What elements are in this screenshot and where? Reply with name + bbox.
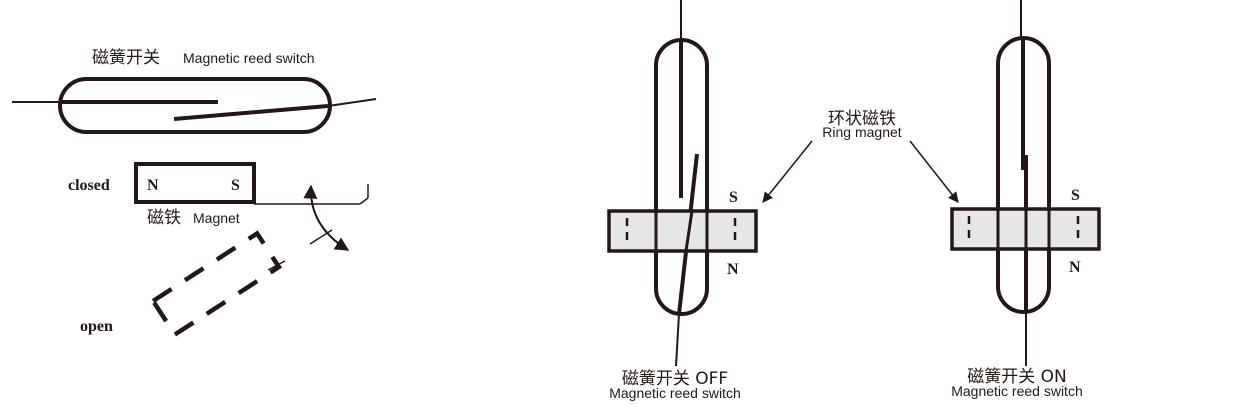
horizontal-reed-switch bbox=[12, 77, 377, 134]
left-panel: 磁簧开关 Magnetic reed switch closed N S 磁铁 … bbox=[12, 48, 377, 338]
bar-magnet-pole-n: N bbox=[147, 177, 159, 194]
off-panel: S N 磁簧开关 OFF Magnetic reed switch bbox=[607, 0, 758, 401]
bar-magnet-closed: N S bbox=[134, 162, 256, 204]
on-pole-s: S bbox=[1071, 187, 1080, 204]
off-pole-s: S bbox=[729, 189, 738, 206]
magnet-label-en: Magnet bbox=[193, 210, 240, 226]
closed-label: closed bbox=[68, 177, 110, 194]
reed-glass-capsule bbox=[58, 77, 332, 134]
on-pole-n: N bbox=[1069, 259, 1081, 276]
reed-contact-lower bbox=[173, 104, 329, 121]
bar-magnet-body bbox=[134, 162, 256, 204]
pivot-corner bbox=[359, 197, 369, 205]
bar-magnet-open bbox=[149, 230, 283, 338]
left-title-cn: 磁簧开关 bbox=[92, 48, 160, 68]
ring-magnet-en: Ring magnet bbox=[822, 124, 901, 140]
off-caption-cn: 磁簧开关 OFF bbox=[622, 369, 728, 389]
off-pole-n: N bbox=[727, 261, 739, 278]
bar-magnet-open-outline bbox=[149, 230, 283, 338]
ring-arrow-left bbox=[762, 140, 813, 203]
ring-magnet-label: 环状磁铁 Ring magnet bbox=[762, 109, 959, 203]
off-reed-capsule bbox=[654, 38, 709, 316]
off-ring-magnet bbox=[607, 209, 758, 253]
on-caption-en: Magnetic reed switch bbox=[951, 383, 1083, 399]
rotation-arrow bbox=[303, 184, 350, 251]
bar-magnet-pole-s: S bbox=[231, 177, 240, 194]
open-label: open bbox=[80, 318, 113, 335]
reed-lead-right bbox=[327, 98, 377, 107]
magnet-label-cn: 磁铁 bbox=[147, 208, 181, 228]
on-panel: S N 磁簧开关 ON Magnetic reed switch bbox=[950, 0, 1101, 399]
off-bottom-lead bbox=[675, 313, 680, 367]
ring-arrow-right bbox=[909, 140, 959, 203]
off-caption-en: Magnetic reed switch bbox=[609, 385, 741, 401]
on-reed-capsule bbox=[996, 36, 1051, 314]
on-caption-cn: 磁簧开关 ON bbox=[967, 367, 1067, 387]
off-ring-contact-pass bbox=[684, 210, 694, 252]
ring-magnet-cn: 环状磁铁 bbox=[828, 109, 896, 129]
rotation-tick bbox=[309, 229, 333, 245]
open-pivot-line bbox=[267, 260, 286, 271]
left-title-en: Magnetic reed switch bbox=[183, 50, 315, 66]
